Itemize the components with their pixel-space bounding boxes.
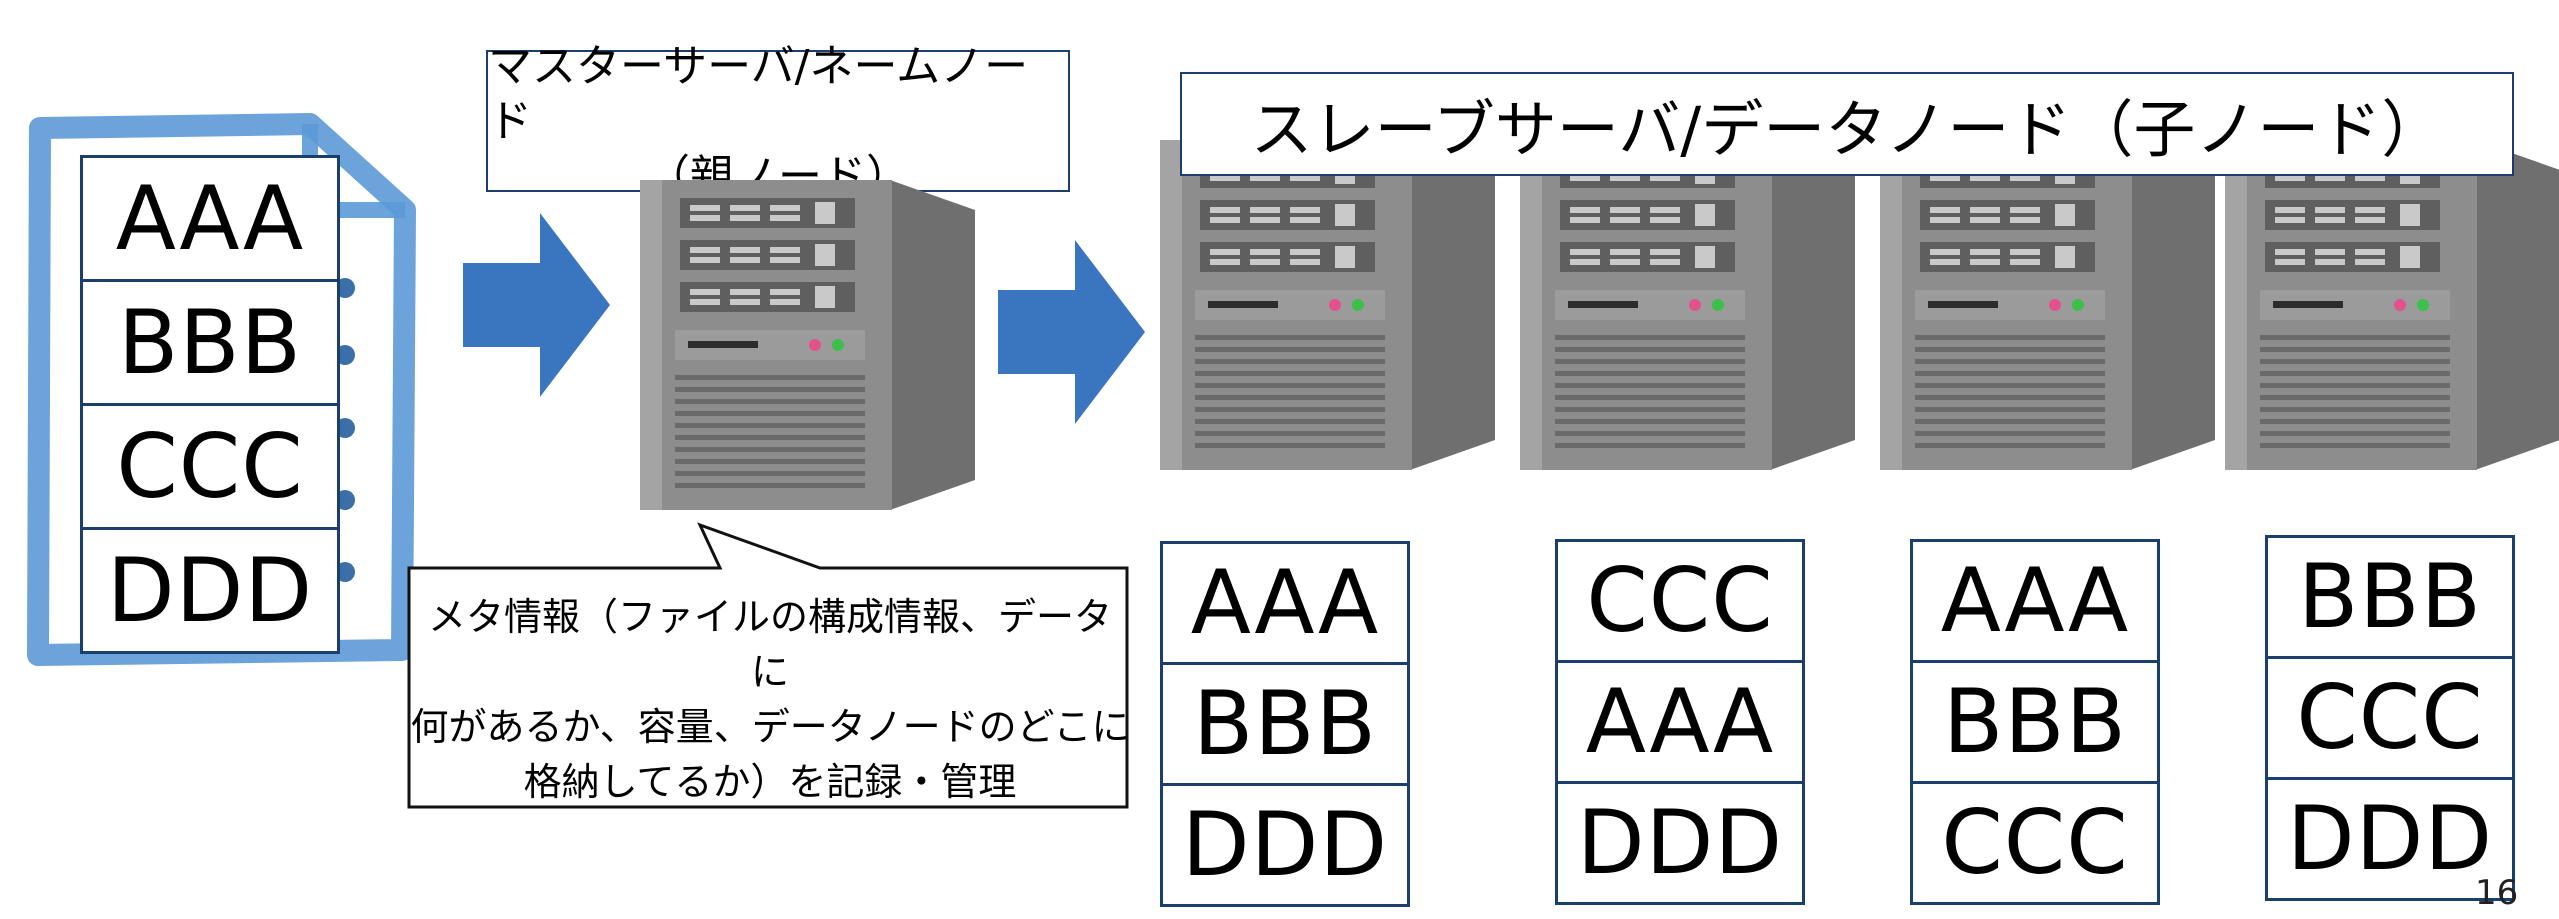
data-block: AAA [1163,544,1407,665]
page-number: 16 [2475,873,2519,913]
data-block: BBB [2268,538,2512,659]
data-block: AAA [1558,663,1802,784]
data-block: BBB [1163,665,1407,786]
data-block: CCC [1941,791,2129,894]
slave-server-icon [2225,140,2559,500]
meta-info-line3: 格納してるか）を記録・管理 [523,760,1017,805]
data-block: DDD [1576,791,1784,894]
arrow-to-slaves-icon [998,240,1145,424]
meta-info-line1: メタ情報（ファイルの構成情報、データに [427,594,1112,694]
master-node-label-line1: マスターサーバ/ネームノード [488,40,1029,147]
data-block: BBB [1913,663,2157,784]
data-block: DDD [1181,793,1389,896]
file-block: DDD [106,538,314,642]
data-node-3-blocks: AAA BBB CCC [1910,539,2160,905]
meta-info-line2: 何があるか、容量、データノードのどこに [410,705,1130,749]
file-block-table: AAA BBB CCC DDD [80,155,340,654]
data-block: AAA [1913,542,2157,663]
data-node-4-blocks: BBB CCC DDD [2265,535,2515,901]
master-server-icon [640,180,980,540]
slave-node-label: スレーブサーバ/データノード（子ノード） [1180,72,2514,176]
file-block: BBB [83,282,337,406]
data-block: CCC [2268,659,2512,780]
meta-info-text: メタ情報（ファイルの構成情報、データに 何があるか、容量、データノードのどこに … [410,595,1130,804]
data-node-1-blocks: AAA BBB DDD [1160,541,1410,907]
arrow-to-master-icon [463,213,610,397]
slave-server-icon [1520,140,1860,500]
file-block: AAA [83,158,337,282]
data-block: CCC [1558,542,1802,663]
slave-server-icon [1160,140,1500,500]
file-block: CCC [83,406,337,530]
data-node-2-blocks: CCC AAA DDD [1555,539,1805,905]
data-block: DDD [2286,787,2494,890]
master-node-label: マスターサーバ/ネームノード （親ノード） [486,41,1070,202]
slave-server-icon [1880,140,2220,500]
meta-info-callout [407,522,1129,809]
